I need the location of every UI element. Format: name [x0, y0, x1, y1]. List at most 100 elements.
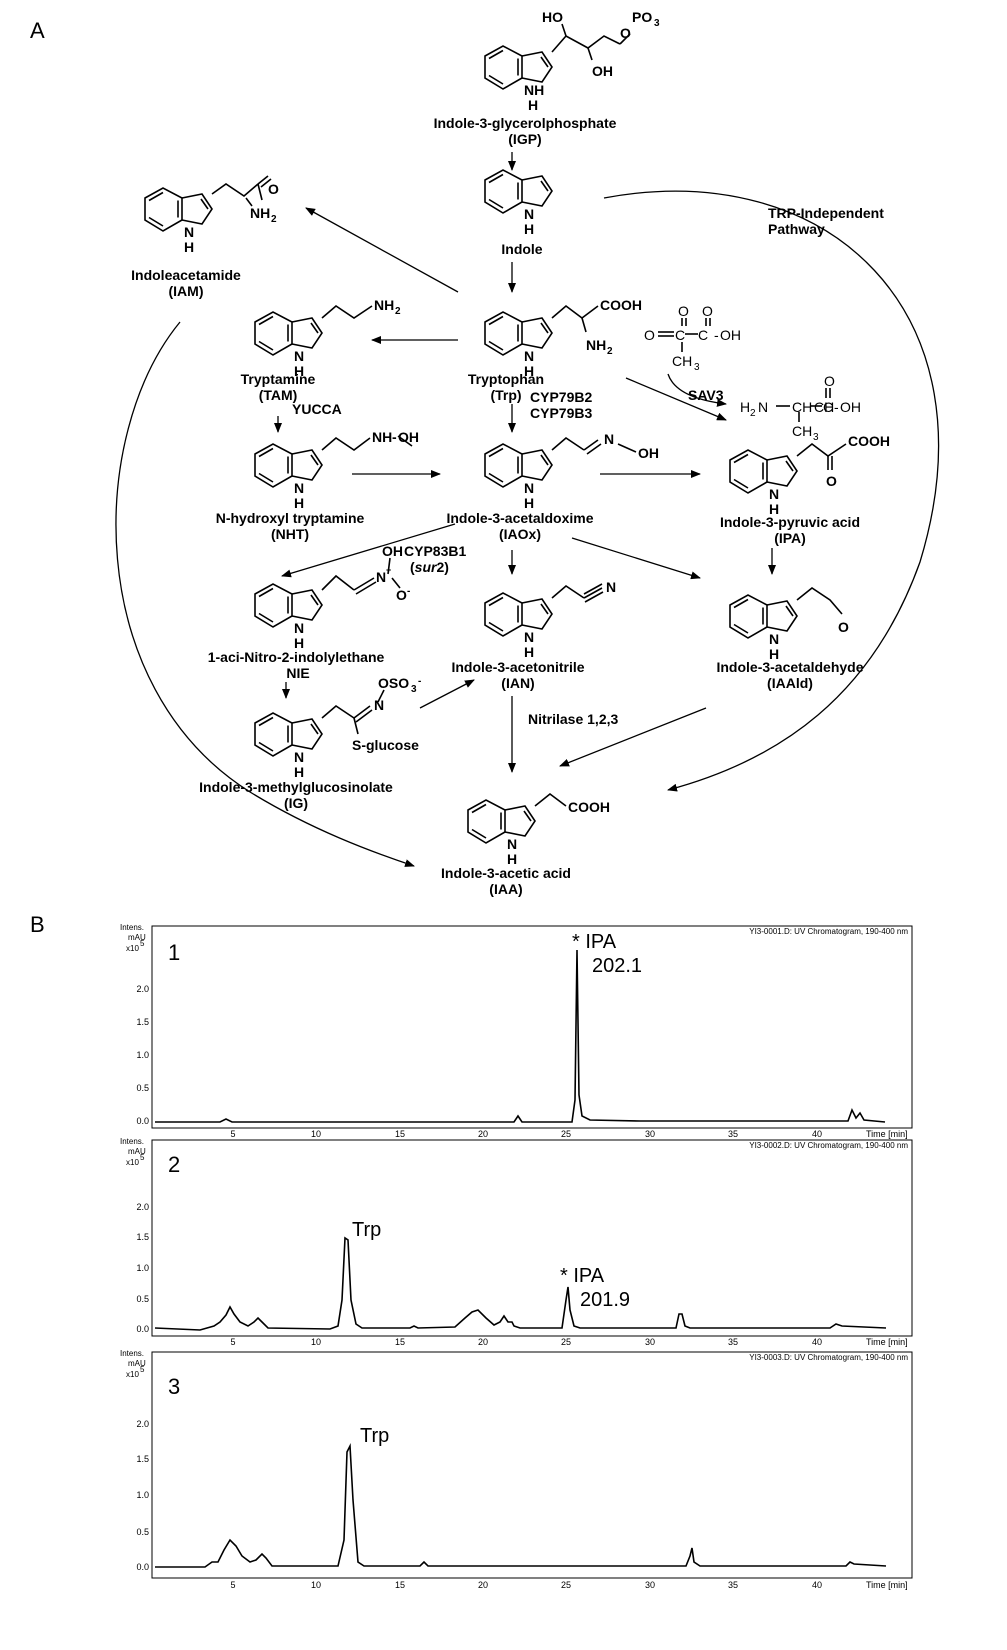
svg-text:YI3-0002.D: UV Chromatogram, 1: YI3-0002.D: UV Chromatogram, 190-400 nm [749, 1141, 908, 1150]
reagent-atoms: O C C O O - OH CH 3 H 2 N CH CH O C - OH… [644, 303, 861, 443]
svg-text:H: H [740, 399, 750, 415]
abbr-iaa: (IAA) [489, 881, 522, 897]
enzyme-cyp79b3: CYP79B3 [530, 405, 592, 421]
svg-text:O: O [268, 181, 279, 197]
svg-text:mAU: mAU [128, 1359, 146, 1368]
svg-text:0.0: 0.0 [136, 1116, 149, 1126]
peak-mass-ipa-1: 202.1 [592, 955, 642, 977]
svg-text:PO: PO [632, 9, 652, 25]
svg-text:N: N [294, 480, 304, 496]
abbr-igp: (IGP) [508, 131, 541, 147]
structure-iam [144, 187, 213, 232]
svg-text:35: 35 [728, 1129, 738, 1139]
abbr-iaald: (IAAld) [767, 675, 813, 691]
svg-text:3: 3 [654, 18, 660, 29]
trp-independent-pathway: Pathway [768, 221, 825, 237]
svg-text:10: 10 [311, 1337, 321, 1347]
abbr-iam: (IAM) [169, 283, 204, 299]
svg-text:Time [min]: Time [min] [866, 1580, 908, 1590]
svg-text:CH: CH [814, 399, 834, 415]
svg-text:N: N [376, 569, 386, 585]
abbr-nie: NIE [286, 665, 309, 681]
svg-text:0.5: 0.5 [136, 1083, 149, 1093]
svg-text:H: H [294, 635, 304, 651]
svg-text:N: N [184, 224, 194, 240]
svg-text:OH: OH [720, 327, 741, 343]
svg-text:0.0: 0.0 [136, 1562, 149, 1572]
svg-text:35: 35 [728, 1580, 738, 1590]
structure-nie [254, 583, 323, 628]
svg-text:O: O [826, 473, 837, 489]
svg-text:S-glucose: S-glucose [352, 737, 419, 753]
svg-text:HO: HO [542, 9, 563, 25]
svg-text:40: 40 [812, 1580, 822, 1590]
trace-line-2 [154, 1236, 887, 1331]
name-ian: Indole-3-acetonitrile [451, 659, 584, 675]
svg-text:CH: CH [792, 423, 812, 439]
svg-text:OH: OH [382, 543, 403, 559]
structure-indole [484, 169, 553, 214]
name-ipa: Indole-3-pyruvic acid [720, 514, 860, 530]
svg-text:H: H [524, 363, 534, 379]
svg-text:COOH: COOH [568, 799, 610, 815]
svg-text:H: H [294, 363, 304, 379]
svg-text:H: H [528, 97, 538, 113]
abbr-ian: (IAN) [501, 675, 534, 691]
svg-text:30: 30 [645, 1129, 655, 1139]
abbr-nht: (NHT) [271, 526, 309, 542]
enzyme-cyp83b1: CYP83B1 [404, 543, 466, 559]
svg-text:O: O [644, 327, 655, 343]
svg-text:COOH: COOH [600, 297, 642, 313]
svg-text:1.0: 1.0 [136, 1263, 149, 1273]
svg-text:OSO: OSO [378, 675, 409, 691]
svg-text:O: O [702, 303, 713, 319]
svg-text:-: - [714, 327, 719, 343]
svg-text:+: + [386, 565, 391, 575]
panel-label-b: B [30, 912, 45, 937]
svg-text:5: 5 [140, 939, 145, 948]
svg-text:Time [min]: Time [min] [866, 1337, 908, 1347]
name-iam: Indoleacetamide [131, 267, 241, 283]
svg-text:C: C [675, 327, 685, 343]
svg-text:-: - [407, 586, 410, 597]
svg-text:N: N [606, 579, 616, 595]
svg-text:N: N [294, 749, 304, 765]
abbr-iaox: (IAOx) [499, 526, 541, 542]
svg-text:O: O [824, 373, 835, 389]
structure-iaox [484, 443, 553, 488]
svg-text:N: N [758, 399, 768, 415]
trace-number-2: 2 [168, 1152, 180, 1177]
chromatogram-2: Intens. mAU x10 5 YI3-0002.D: UV Chromat… [120, 1137, 913, 1347]
svg-text:NH: NH [586, 337, 606, 353]
svg-text:YI3-0003.D: UV Chromatogram, 1: YI3-0003.D: UV Chromatogram, 190-400 nm [749, 1353, 908, 1362]
svg-text:Time [min]: Time [min] [866, 1129, 908, 1139]
svg-text:25: 25 [561, 1580, 571, 1590]
peak-label-ipa-1: * IPA [572, 931, 617, 953]
svg-text:YI3-0001.D: UV Chromatogram, 1: YI3-0001.D: UV Chromatogram, 190-400 nm [749, 927, 908, 936]
svg-text:OH: OH [638, 445, 659, 461]
svg-text:2.0: 2.0 [136, 1419, 149, 1429]
svg-text:35: 35 [728, 1337, 738, 1347]
svg-text:C: C [698, 327, 708, 343]
trp-independent-label: TRP-Independent [768, 205, 884, 221]
svg-text:Intens.: Intens. [120, 1137, 144, 1146]
enzyme-sur2: (sur2) [410, 559, 449, 575]
svg-text:5: 5 [230, 1580, 235, 1590]
svg-text:15: 15 [395, 1337, 405, 1347]
chromatogram-3: Intens. mAU x10 5 YI3-0003.D: UV Chromat… [120, 1349, 913, 1590]
svg-text:H: H [769, 501, 779, 517]
svg-text:20: 20 [478, 1129, 488, 1139]
svg-text:Intens.: Intens. [120, 1349, 144, 1358]
svg-text:COOH: COOH [848, 433, 890, 449]
atom-labels: HO OH O PO 3 O NH 2 NH 2 COOH NH 2 NH - … [250, 9, 890, 815]
enzyme-cyp79b2: CYP79B2 [530, 389, 592, 405]
trace-line-3 [155, 1442, 887, 1568]
svg-text:H: H [524, 644, 534, 660]
svg-text:x10: x10 [126, 944, 139, 953]
svg-text:N: N [524, 629, 534, 645]
svg-text:OH: OH [592, 63, 613, 79]
svg-text:2: 2 [750, 408, 756, 419]
svg-text:C: C [823, 399, 833, 415]
structure-iaa [467, 799, 536, 844]
name-nie: 1-aci-Nitro-2-indolylethane [208, 649, 385, 665]
